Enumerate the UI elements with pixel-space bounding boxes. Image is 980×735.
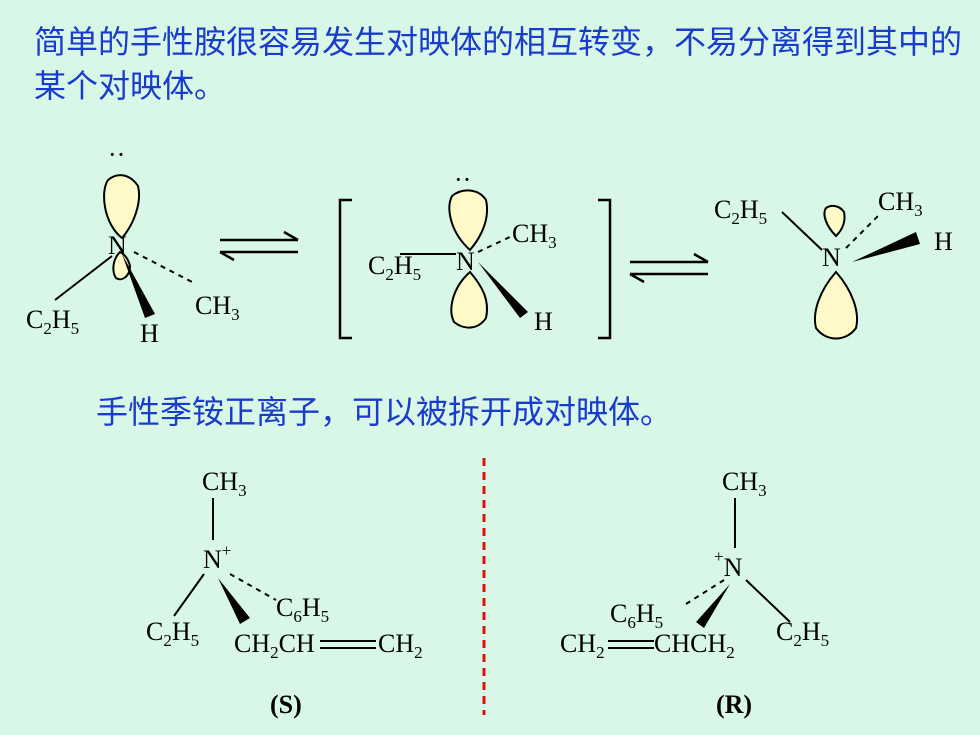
group-allyl-s-right: CH2 — [378, 629, 423, 662]
lone-pair-orbital-small — [823, 204, 846, 238]
bond-n-ethyl-s — [173, 573, 205, 617]
bond-n-ethyl — [54, 255, 113, 301]
equilibrium-arrow-left — [219, 230, 299, 262]
p-orbital-lower — [450, 270, 488, 329]
group-methyl: CH3 — [195, 291, 240, 324]
lone-pair-orbital-lower — [112, 250, 132, 281]
atom-n-ts: N — [456, 247, 475, 276]
label-r: (R) — [716, 690, 752, 719]
lone-pair-orbital-large — [814, 270, 858, 340]
group-methyl-right: CH3 — [878, 187, 923, 220]
atom-h: H — [140, 319, 159, 348]
wedge-n-allyl-r — [696, 584, 730, 628]
transition-state-structure: ·· N C2H5 CH3 H — [338, 165, 612, 340]
group-methyl-ts: CH3 — [512, 219, 557, 252]
atom-n-plus-s: N+ — [203, 541, 231, 574]
atom-n-right: N — [822, 243, 841, 272]
bond-n-methyl-right — [845, 213, 881, 249]
bond-n-ethyl-right — [781, 211, 823, 251]
group-methyl-s: CH3 — [202, 467, 247, 500]
group-phenyl-r: C6H5 — [610, 599, 663, 632]
atom-n: N — [108, 231, 127, 260]
wedge-n-h-right — [852, 232, 920, 262]
lone-pair-orbital-upper — [103, 174, 140, 240]
heading-amine-inversion: 简单的手性胺很容易发生对映体的相互转变，不易分离得到其中的某个对映体。 — [34, 23, 963, 105]
group-phenyl-s: C6H5 — [276, 593, 329, 626]
atom-h-ts: H — [534, 307, 553, 336]
lone-pair-dots-ts: ·· — [454, 165, 471, 194]
lone-pair-dots: ·· — [108, 140, 125, 169]
bond-n-methyl — [133, 251, 197, 285]
group-ethyl-r: C2H5 — [776, 617, 829, 650]
atom-h-right: H — [934, 227, 953, 256]
bond-n-methyl-ts — [477, 235, 513, 253]
label-s: (S) — [270, 690, 302, 719]
p-orbital-upper — [448, 189, 488, 252]
group-allyl-s-left: CH2CH — [234, 629, 315, 662]
wedge-n-allyl-s — [218, 578, 250, 624]
equilibrium-arrow-right — [629, 252, 709, 284]
atom-n-plus-r: +N — [714, 547, 743, 582]
group-ethyl-right: C2H5 — [714, 195, 767, 228]
bond-n-ethyl-r — [745, 579, 791, 623]
bracket-right — [598, 198, 612, 340]
group-ethyl-ts: C2H5 — [368, 251, 421, 284]
heading-quaternary-ammonium: 手性季铵正离子，可以被拆开成对映体。 — [96, 393, 673, 431]
amine-structure-left: ·· N C2H5 H CH3 — [26, 140, 240, 348]
wedge-n-h-ts — [478, 262, 528, 318]
group-allyl-r-right: CHCH2 — [654, 629, 735, 662]
group-ethyl-s: C2H5 — [146, 617, 199, 650]
group-methyl-r: CH3 — [722, 467, 767, 500]
bond-n-phenyl-r — [685, 579, 725, 605]
bracket-left — [338, 198, 352, 340]
group-allyl-r-left: CH2 — [560, 629, 605, 662]
bond-n-phenyl-s — [229, 573, 277, 601]
quaternary-ammonium-r: CH3 +N C2H5 C6H5 CH2 CHCH2 (R) — [560, 467, 829, 719]
amine-structure-right: N C2H5 CH3 H — [714, 187, 953, 340]
wedge-n-h — [122, 254, 155, 318]
quaternary-ammonium-s: CH3 N+ C2H5 C6H5 CH2CH CH2 (S) — [146, 467, 423, 719]
group-ethyl: C2H5 — [26, 305, 79, 338]
